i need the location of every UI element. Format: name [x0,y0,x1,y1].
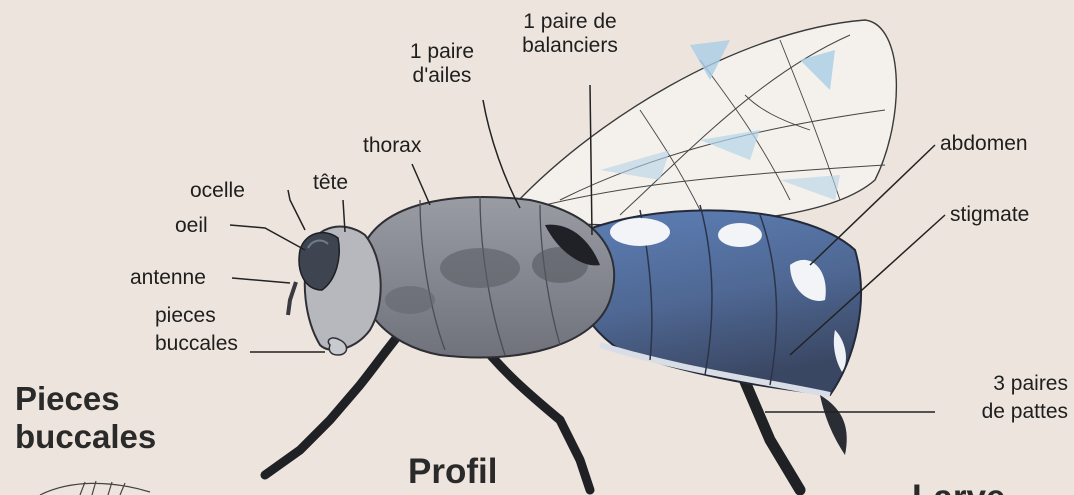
heading-profile: Profil [408,452,497,492]
thorax-shape [358,196,614,358]
label-wings: 1 paire d'ailes [392,40,492,88]
label-halteres-line1: 1 paire de [505,10,635,34]
label-mouthparts: pieces buccales [155,304,238,356]
heading-larva: Larve [912,478,1005,495]
label-head: tête [313,171,348,195]
head-shape [288,227,381,355]
label-wings-line1: 1 paire [392,40,492,64]
label-legs: 3 paires de pattes [930,372,1068,424]
larva-mouthparts-sketch [40,481,150,495]
label-mouthparts-line2: buccales [155,332,238,356]
label-eye: oeil [175,214,208,238]
label-ocellus: ocelle [190,179,245,203]
label-legs-line2: de pattes [930,400,1068,424]
label-legs-line1: 3 paires [930,372,1068,396]
label-antenna: antenne [130,266,206,290]
label-mouthparts-line1: pieces [155,304,238,328]
label-halteres: 1 paire de balanciers [505,10,635,58]
heading-mouthparts: Pieces buccales [15,380,156,456]
label-halteres-line2: balanciers [505,34,635,58]
heading-mouthparts-line2: buccales [15,418,156,456]
label-wings-line2: d'ailes [392,64,492,88]
label-thorax: thorax [363,134,421,158]
label-abdomen: abdomen [940,132,1028,156]
label-spiracle: stigmate [950,203,1029,227]
heading-mouthparts-line1: Pieces [15,380,156,418]
